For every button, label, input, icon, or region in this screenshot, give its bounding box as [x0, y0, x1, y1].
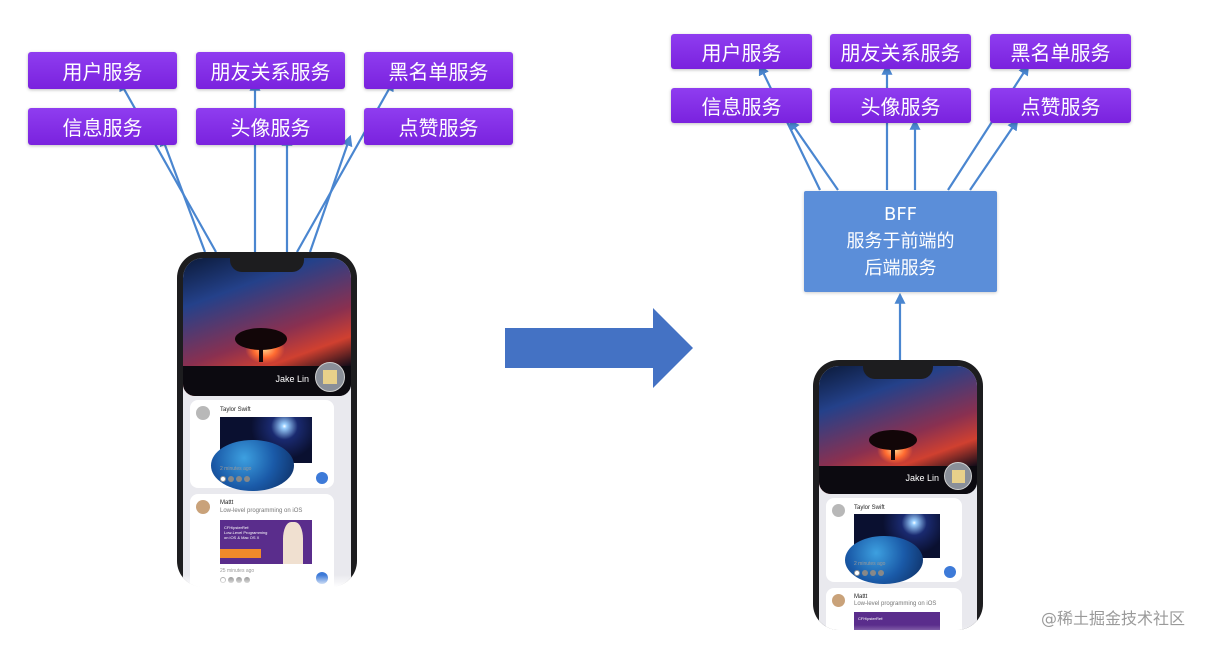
post-author-avatar — [196, 406, 210, 420]
post-author-avatar — [832, 594, 845, 607]
left-user-service: 用户服务 — [28, 52, 177, 89]
arrow-phone-to-like-service — [308, 134, 353, 253]
post-author: Mattt — [854, 594, 868, 600]
post-card-2[interactable]: Mattt Low-level programming on iOS CFHip… — [826, 588, 962, 630]
transition-arrow — [505, 308, 693, 388]
like-button[interactable] — [944, 566, 956, 578]
left-avatar-service: 头像服务 — [196, 108, 345, 145]
left-like-service: 点赞服务 — [364, 108, 513, 145]
like-button[interactable] — [316, 472, 328, 484]
left-friend-service: 朋友关系服务 — [196, 52, 345, 89]
watermark: @稀土掘金技术社区 — [1040, 609, 1185, 628]
post-card-1[interactable]: Taylor Swift 2 minutes ago — [826, 498, 962, 585]
left-phone-screen: Jake Lin Taylor Swift 2 minutes ago Matt… — [183, 258, 351, 587]
right-phone-mockup: Jake Lin Taylor Swift 2 minutes ago Matt… — [813, 360, 983, 630]
post-image — [210, 417, 312, 491]
left-phone-mockup: Jake Lin Taylor Swift 2 minutes ago Matt… — [177, 252, 357, 587]
post-time: 2 minutes ago — [854, 561, 886, 567]
right-phone-screen: Jake Lin Taylor Swift 2 minutes ago Matt… — [819, 366, 977, 630]
arrow-phone-to-info-service — [159, 134, 207, 253]
left-info-service: 信息服务 — [28, 108, 177, 145]
arrow-bff-to-user-service — [758, 64, 821, 191]
post-author: Taylor Swift — [220, 407, 251, 413]
post-card-2[interactable]: Mattt Low-level programming on iOS CFHip… — [190, 494, 334, 587]
post-image-text: on iOS & Mac OS X — [224, 535, 260, 540]
right-like-service: 点赞服务 — [990, 88, 1131, 123]
left-blacklist-service: 黑名单服务 — [364, 52, 513, 89]
post-subtitle: Low-level programming on iOS — [854, 601, 937, 607]
reaction-avatars — [220, 476, 250, 482]
right-phone-fade — [620, 625, 1205, 647]
bff-title: BFF — [883, 204, 918, 225]
post-author-avatar — [832, 504, 845, 517]
post-time: 25 minutes ago — [220, 568, 255, 574]
post-author: Taylor Swift — [854, 505, 885, 511]
arrow-bff-to-like-service — [969, 119, 1019, 191]
right-blacklist-service: 黑名单服务 — [990, 34, 1131, 69]
arrow-bff-to-info-service — [788, 119, 839, 191]
profile-name: Jake Lin — [905, 473, 939, 483]
post-card-1[interactable]: Taylor Swift 2 minutes ago — [190, 400, 334, 491]
profile-avatar[interactable] — [315, 362, 345, 392]
phone-notch — [230, 258, 304, 272]
right-avatar-service: 头像服务 — [830, 88, 971, 123]
profile-header-image: Jake Lin — [819, 366, 977, 494]
phone-notch — [863, 366, 933, 379]
profile-avatar[interactable] — [944, 462, 972, 490]
bff-subtitle-1: 服务于前端的 — [846, 231, 955, 252]
post-author-avatar — [196, 500, 210, 514]
post-subtitle: Low-level programming on iOS — [220, 508, 303, 514]
bff-subtitle-2: 后端服务 — [864, 258, 937, 279]
post-image: CFHipsterRef: Low-Level Programming on i… — [220, 520, 312, 564]
left-phone-fade — [60, 575, 545, 587]
post-image — [845, 514, 940, 585]
right-info-service: 信息服务 — [671, 88, 812, 123]
arrow-bff-to-blacklist-service — [947, 64, 1030, 191]
right-friend-service: 朋友关系服务 — [830, 34, 971, 69]
reaction-avatars — [854, 570, 884, 576]
post-image-text: Low-Level Programming — [224, 530, 268, 535]
right-user-service: 用户服务 — [671, 34, 812, 69]
post-image-text: CFHipsterRef: — [224, 525, 250, 530]
profile-header-image: Jake Lin — [183, 258, 351, 396]
bff-box: BFF 服务于前端的 后端服务 — [804, 191, 997, 292]
post-time: 2 minutes ago — [220, 466, 252, 472]
post-author: Mattt — [220, 500, 234, 506]
post-image-text: CFHipsterRef: — [858, 616, 884, 621]
profile-name: Jake Lin — [275, 374, 309, 384]
